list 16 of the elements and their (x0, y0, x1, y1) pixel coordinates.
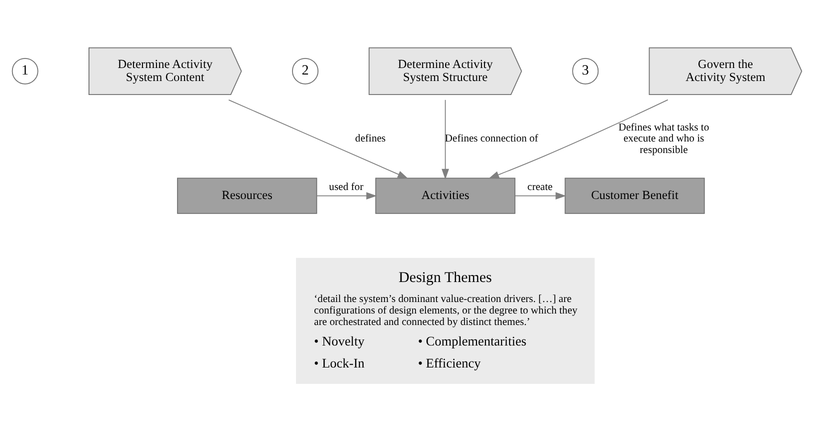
edge-label: Defines connection of (444, 133, 538, 144)
node-circle: 1 (12, 57, 38, 84)
edge-label: Defines what tasks to execute and who is responsible (618, 122, 710, 156)
node-circle: 2 (292, 57, 318, 84)
node-box: Activities (375, 177, 516, 214)
arrow (442, 98, 450, 179)
arrow (228, 98, 408, 178)
edge-label: create (527, 182, 553, 193)
arrow (316, 192, 377, 200)
node-box: Customer Benefit (564, 177, 705, 214)
edge-label: used for (329, 182, 364, 193)
edge-label: defines (355, 133, 386, 144)
arrow (514, 192, 566, 200)
node-box: Resources (177, 177, 318, 214)
arrow (488, 98, 668, 178)
node-circle: 3 (572, 57, 599, 84)
